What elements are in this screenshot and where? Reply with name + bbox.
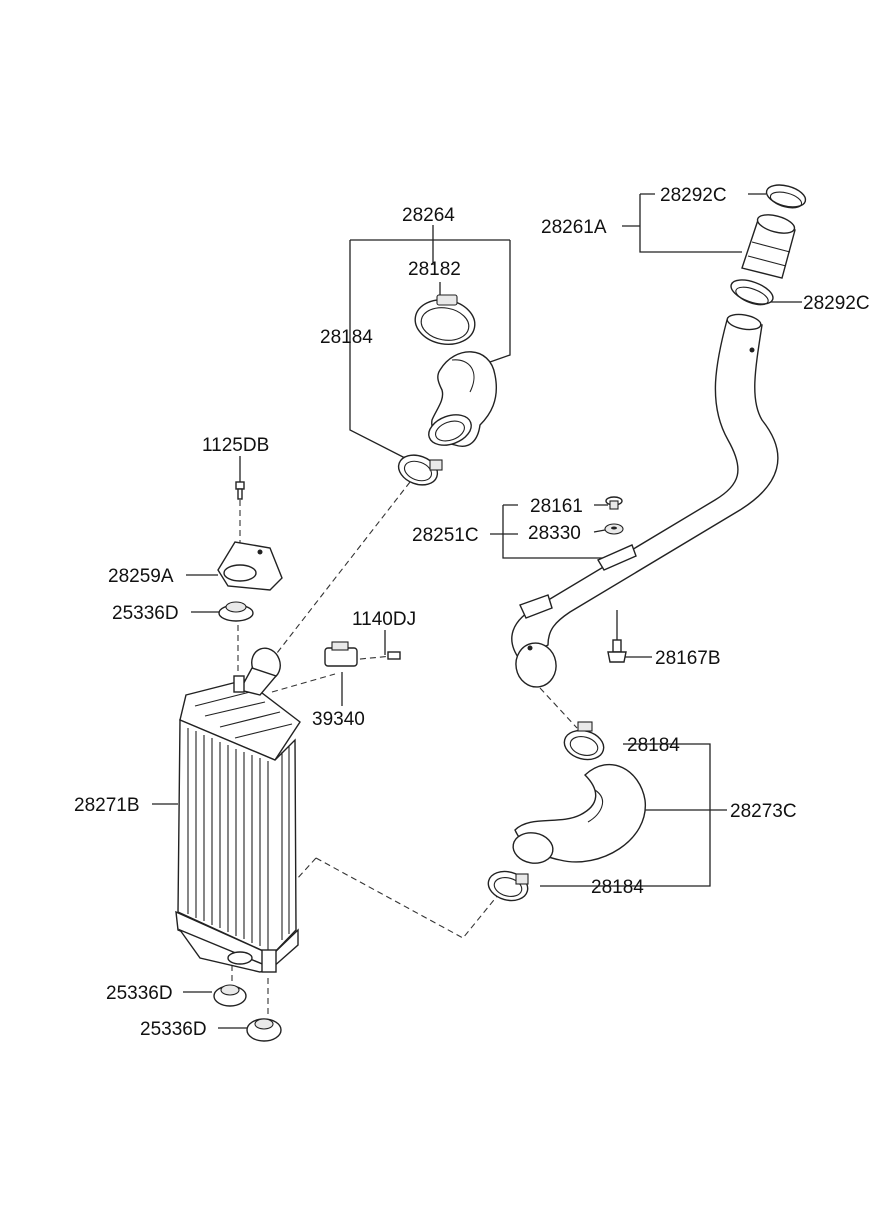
- label-28259A: 28259A: [108, 566, 174, 587]
- hose-clamp-28184-low: [487, 870, 529, 902]
- hose-clamp-28182: [414, 294, 476, 345]
- label-28184-low: 28184: [591, 877, 644, 898]
- label-28182: 28182: [408, 259, 461, 280]
- clamp-28292C-right: [730, 279, 774, 306]
- bolt-1140DJ: [387, 651, 401, 660]
- label-28292C-top: 28292C: [660, 185, 727, 206]
- label-25336D-lower-1: 25336D: [106, 983, 173, 1004]
- washer-28330: [604, 523, 624, 535]
- label-28161: 28161: [530, 496, 583, 517]
- mount-25336D-top: [218, 601, 254, 622]
- label-28330: 28330: [528, 523, 581, 544]
- label-28273C: 28273C: [730, 801, 797, 822]
- rubber-hose-28273C: [512, 763, 646, 864]
- part-labels: 28264 28182 28184 28292C 28261A 28292C 1…: [74, 185, 870, 1040]
- label-25336D-lower-2: 25336D: [140, 1019, 207, 1040]
- label-1140DJ: 1140DJ: [352, 609, 416, 630]
- bolt-28167B: [607, 639, 627, 663]
- label-28184-mid: 28184: [627, 735, 680, 756]
- bracket-28259A: [217, 541, 283, 591]
- mount-25336D-lower-2: [246, 1018, 282, 1042]
- label-28264: 28264: [402, 205, 455, 226]
- sensor-39340: [324, 641, 358, 667]
- intercooler-28271B: [175, 647, 301, 973]
- metal-pipe-28251C: [511, 313, 779, 688]
- label-1125DB: 1125DB: [202, 435, 269, 456]
- hose-clamp-28184-top: [397, 454, 443, 486]
- label-28167B: 28167B: [655, 648, 721, 669]
- sleeve-28261A: [741, 214, 796, 279]
- grommet-28161: [605, 496, 623, 510]
- label-28251C: 28251C: [412, 525, 479, 546]
- hose-clamp-28184-mid: [563, 721, 605, 761]
- label-25336D-top: 25336D: [112, 603, 179, 624]
- leader-lines: [152, 193, 802, 1029]
- rubber-hose-28264: [428, 351, 497, 447]
- label-28271B: 28271B: [74, 795, 140, 816]
- label-28261A: 28261A: [541, 217, 607, 238]
- label-39340: 39340: [312, 709, 365, 730]
- label-28292C-right: 28292C: [803, 293, 870, 314]
- label-28184-top: 28184: [320, 327, 373, 348]
- mount-25336D-lower-1: [213, 984, 247, 1007]
- bolt-1125DB: [235, 481, 245, 500]
- clamp-28292C-top: [765, 184, 807, 209]
